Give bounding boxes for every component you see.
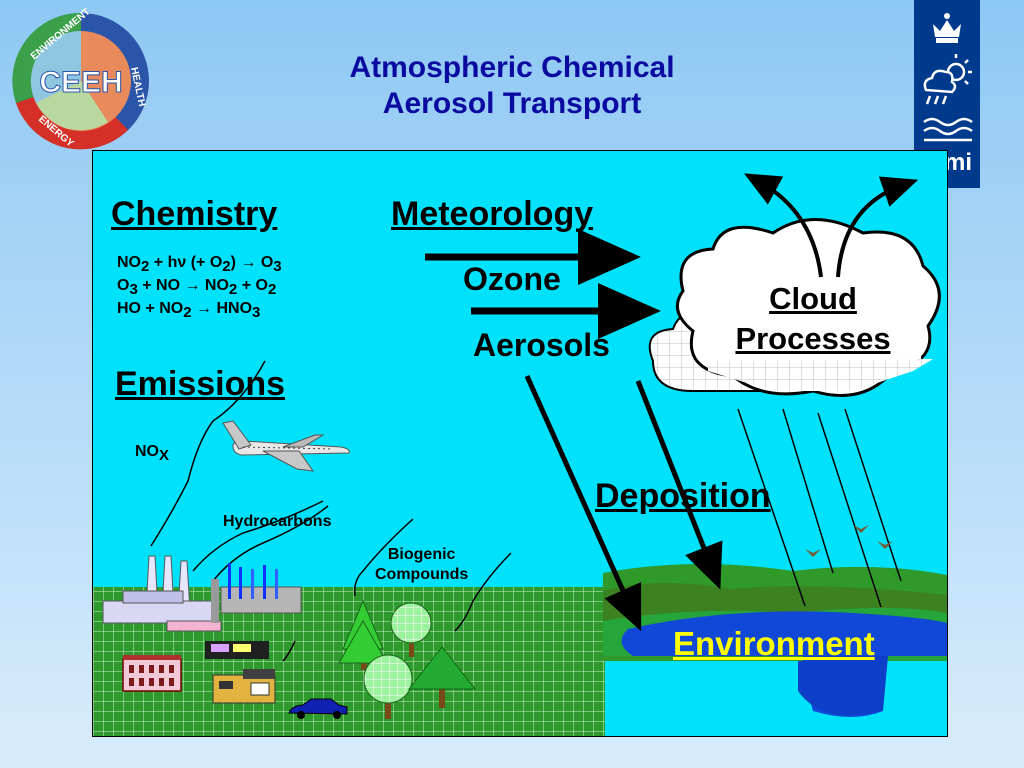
factory-icon xyxy=(102,555,302,632)
dmi-wave-icon xyxy=(923,117,973,142)
rain-lines xyxy=(737,408,902,608)
environment-label: Environment xyxy=(673,625,875,662)
car-icon xyxy=(288,698,348,719)
biogenic-label: Biogenic Compounds xyxy=(375,546,469,583)
deposition-arrow-right xyxy=(635,380,723,590)
bird-icon xyxy=(805,525,893,557)
page-title: Atmospheric Chemical Aerosol Transport xyxy=(0,50,1024,122)
chemistry-heading: Chemistry xyxy=(111,195,278,233)
ceeh-text: CEEH xyxy=(39,66,122,99)
cloud-arrow-left xyxy=(743,173,823,278)
chemistry-equations: NO2 + hν (+ O2) → O3 O3 + NO → NO2 + O2 … xyxy=(117,251,282,320)
dmi-weather-icon xyxy=(923,54,972,105)
cloud-arrow-right xyxy=(836,176,919,278)
cloud-processes-label: Cloud Processes xyxy=(705,279,921,359)
diagram-graphics xyxy=(93,173,947,736)
nox-label: NOX xyxy=(135,443,170,464)
equation-3: HO + NO2 → HNO3 xyxy=(117,300,261,321)
tree-icon xyxy=(338,599,477,719)
deposition-arrow-left xyxy=(524,374,642,632)
deposition-heading: Deposition xyxy=(595,477,771,515)
emission-plumes xyxy=(150,360,512,662)
hydrocarbons-label: Hydrocarbons xyxy=(223,513,332,530)
ozone-label: Ozone xyxy=(463,261,561,297)
diagram-panel: Chemistry NO2 + hν (+ O2) → O3 O3 + NO →… xyxy=(92,150,948,737)
title-line-1: Atmospheric Chemical xyxy=(349,51,675,84)
emissions-heading: Emissions xyxy=(115,365,286,403)
airplane-icon xyxy=(222,420,350,472)
equation-1: NO2 + hν (+ O2) → O3 xyxy=(117,254,282,275)
ceeh-logo: CEEH ENVIRONMENT HEALTH ENERGY xyxy=(12,8,149,150)
meteorology-heading: Meteorology xyxy=(391,195,594,233)
buildings-icon xyxy=(122,641,276,704)
dmi-text: mi xyxy=(944,149,972,176)
aerosols-label: Aerosols xyxy=(473,327,610,363)
equation-2: O3 + NO → NO2 + O2 xyxy=(117,277,277,298)
dmi-crown-icon xyxy=(933,13,961,43)
title-line-2: Aerosol Transport xyxy=(382,87,642,120)
